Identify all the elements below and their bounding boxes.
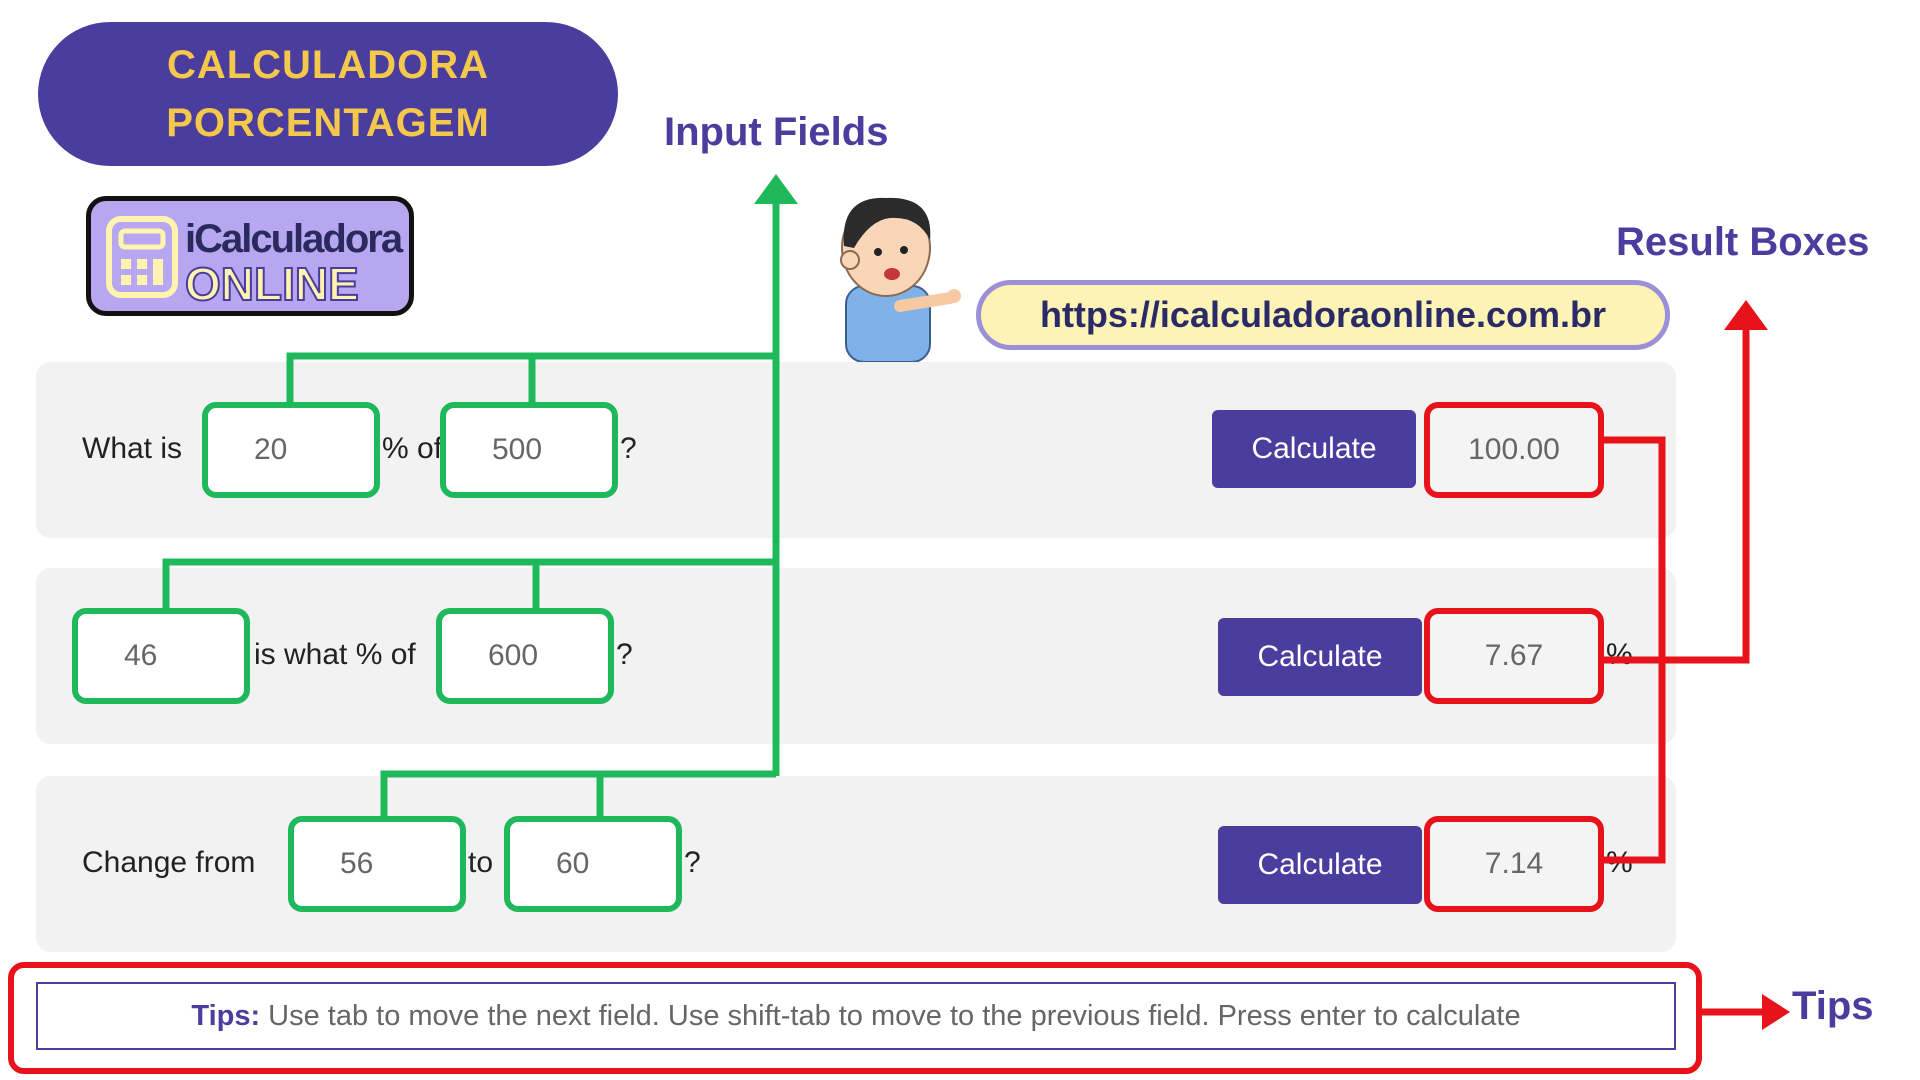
tips-label: Tips: (191, 999, 261, 1032)
row1-mid-label: % of (382, 432, 443, 465)
row3-calculate-button[interactable]: Calculate (1218, 826, 1422, 904)
row1-calculate-button[interactable]: Calculate (1212, 410, 1416, 488)
annotation-result-boxes: Result Boxes (1616, 220, 1870, 264)
row1-result-box: 100.00 (1424, 402, 1604, 498)
annotation-input-fields: Input Fields (664, 110, 889, 154)
row3-suffix-label: ? (684, 846, 701, 879)
row2-suffix-label: ? (616, 638, 633, 671)
row1-input-a[interactable]: 20 (202, 402, 380, 498)
row2-mid-label: is what % of (254, 638, 416, 671)
tips-text: Use tab to move the next field. Use shif… (268, 999, 1521, 1032)
title-badge: CALCULADORA PORCENTAGEM (38, 22, 618, 166)
logo-text-primary: iCalculadora (185, 217, 403, 261)
result-boxes-arrowhead-icon (1724, 300, 1768, 330)
row3-input-b[interactable]: 60 (504, 816, 682, 912)
row2-calculate-button[interactable]: Calculate (1218, 618, 1422, 696)
tips-arrowhead-icon (1762, 994, 1790, 1030)
row3-result-box: 7.14 (1424, 816, 1604, 912)
brand-logo: iCalculadora ONLINE (86, 196, 414, 316)
badge-line-2: PORCENTAGEM (166, 101, 490, 145)
row1-input-b[interactable]: 500 (440, 402, 618, 498)
row2-result-box: 7.67 (1424, 608, 1604, 704)
input-fields-arrowhead-icon (754, 174, 798, 204)
website-url-banner: https://icalculadoraonline.com.br (976, 280, 1670, 350)
row2-input-a[interactable]: 46 (72, 608, 250, 704)
row1-prefix-label: What is (82, 432, 183, 465)
mascot-character-icon (840, 197, 961, 362)
logo-text-secondary: ONLINE (184, 257, 360, 311)
row3-prefix-label: Change from (82, 846, 256, 879)
row2-result-unit: % (1606, 638, 1633, 671)
calculator-icon (106, 216, 178, 298)
row2-input-b[interactable]: 600 (436, 608, 614, 704)
tips-highlight-outline (8, 962, 1702, 1074)
row3-input-a[interactable]: 56 (288, 816, 466, 912)
row1-suffix-label: ? (620, 432, 637, 465)
row3-mid-label: to (468, 846, 494, 879)
tips-box: Tips: Use tab to move the next field. Us… (36, 982, 1676, 1050)
badge-line-1: CALCULADORA (166, 43, 490, 87)
annotation-tips: Tips (1792, 984, 1874, 1028)
